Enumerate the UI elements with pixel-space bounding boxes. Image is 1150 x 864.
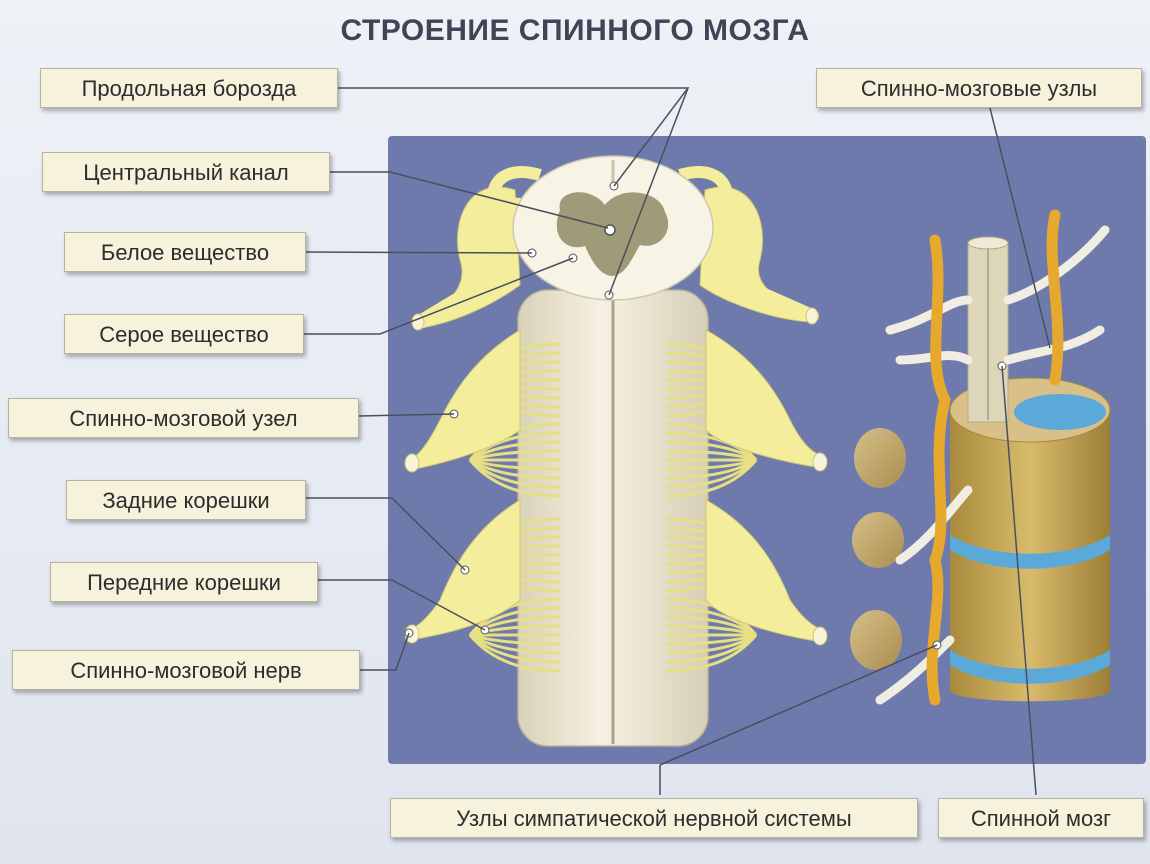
rootlet xyxy=(468,459,561,498)
label-spinal-ganglia: Спинно-мозговые узлы xyxy=(816,68,1142,108)
rootlet xyxy=(468,431,561,462)
rootlet xyxy=(469,633,561,646)
rootlet xyxy=(665,440,757,462)
rootlet xyxy=(665,459,758,498)
rootlet xyxy=(469,615,561,637)
rootlet xyxy=(469,624,561,637)
label-longitudinal-groove: Продольная борозда xyxy=(40,68,338,108)
rootlet xyxy=(665,624,757,637)
label-spinal-nerve: Спинно-мозговой нерв xyxy=(12,650,360,690)
rootlet xyxy=(665,458,757,471)
label-gray-matter: Серое вещество xyxy=(64,314,304,354)
rootlet xyxy=(665,633,757,646)
label-central-canal: Центральный канал xyxy=(42,152,330,192)
rootlet xyxy=(468,606,561,637)
page-title: СТРОЕНИЕ СПИННОГО МОЗГА xyxy=(340,14,810,47)
rootlet xyxy=(665,634,758,673)
label-spinal-ganglion: Спинно-мозговой узел xyxy=(8,398,359,438)
rootlet xyxy=(665,615,757,637)
rootlet xyxy=(665,431,758,462)
vertebral-column xyxy=(850,209,1111,706)
rootlet xyxy=(468,634,561,673)
rootlet xyxy=(665,449,757,462)
rootlet xyxy=(665,606,758,637)
cord-cross-section xyxy=(404,155,828,747)
leader-lines xyxy=(304,87,1051,796)
label-sympathetic-nodes: Узлы симпатической нервной системы xyxy=(390,798,918,838)
rootlet xyxy=(469,458,561,471)
label-white-matter: Белое вещество xyxy=(64,232,306,272)
label-dorsal-roots: Задние корешки xyxy=(66,480,306,520)
label-spinal-cord: Спинной мозг xyxy=(938,798,1144,838)
rootlet xyxy=(469,440,561,462)
label-ventral-roots: Передние корешки xyxy=(50,562,318,602)
rootlet xyxy=(469,449,561,462)
